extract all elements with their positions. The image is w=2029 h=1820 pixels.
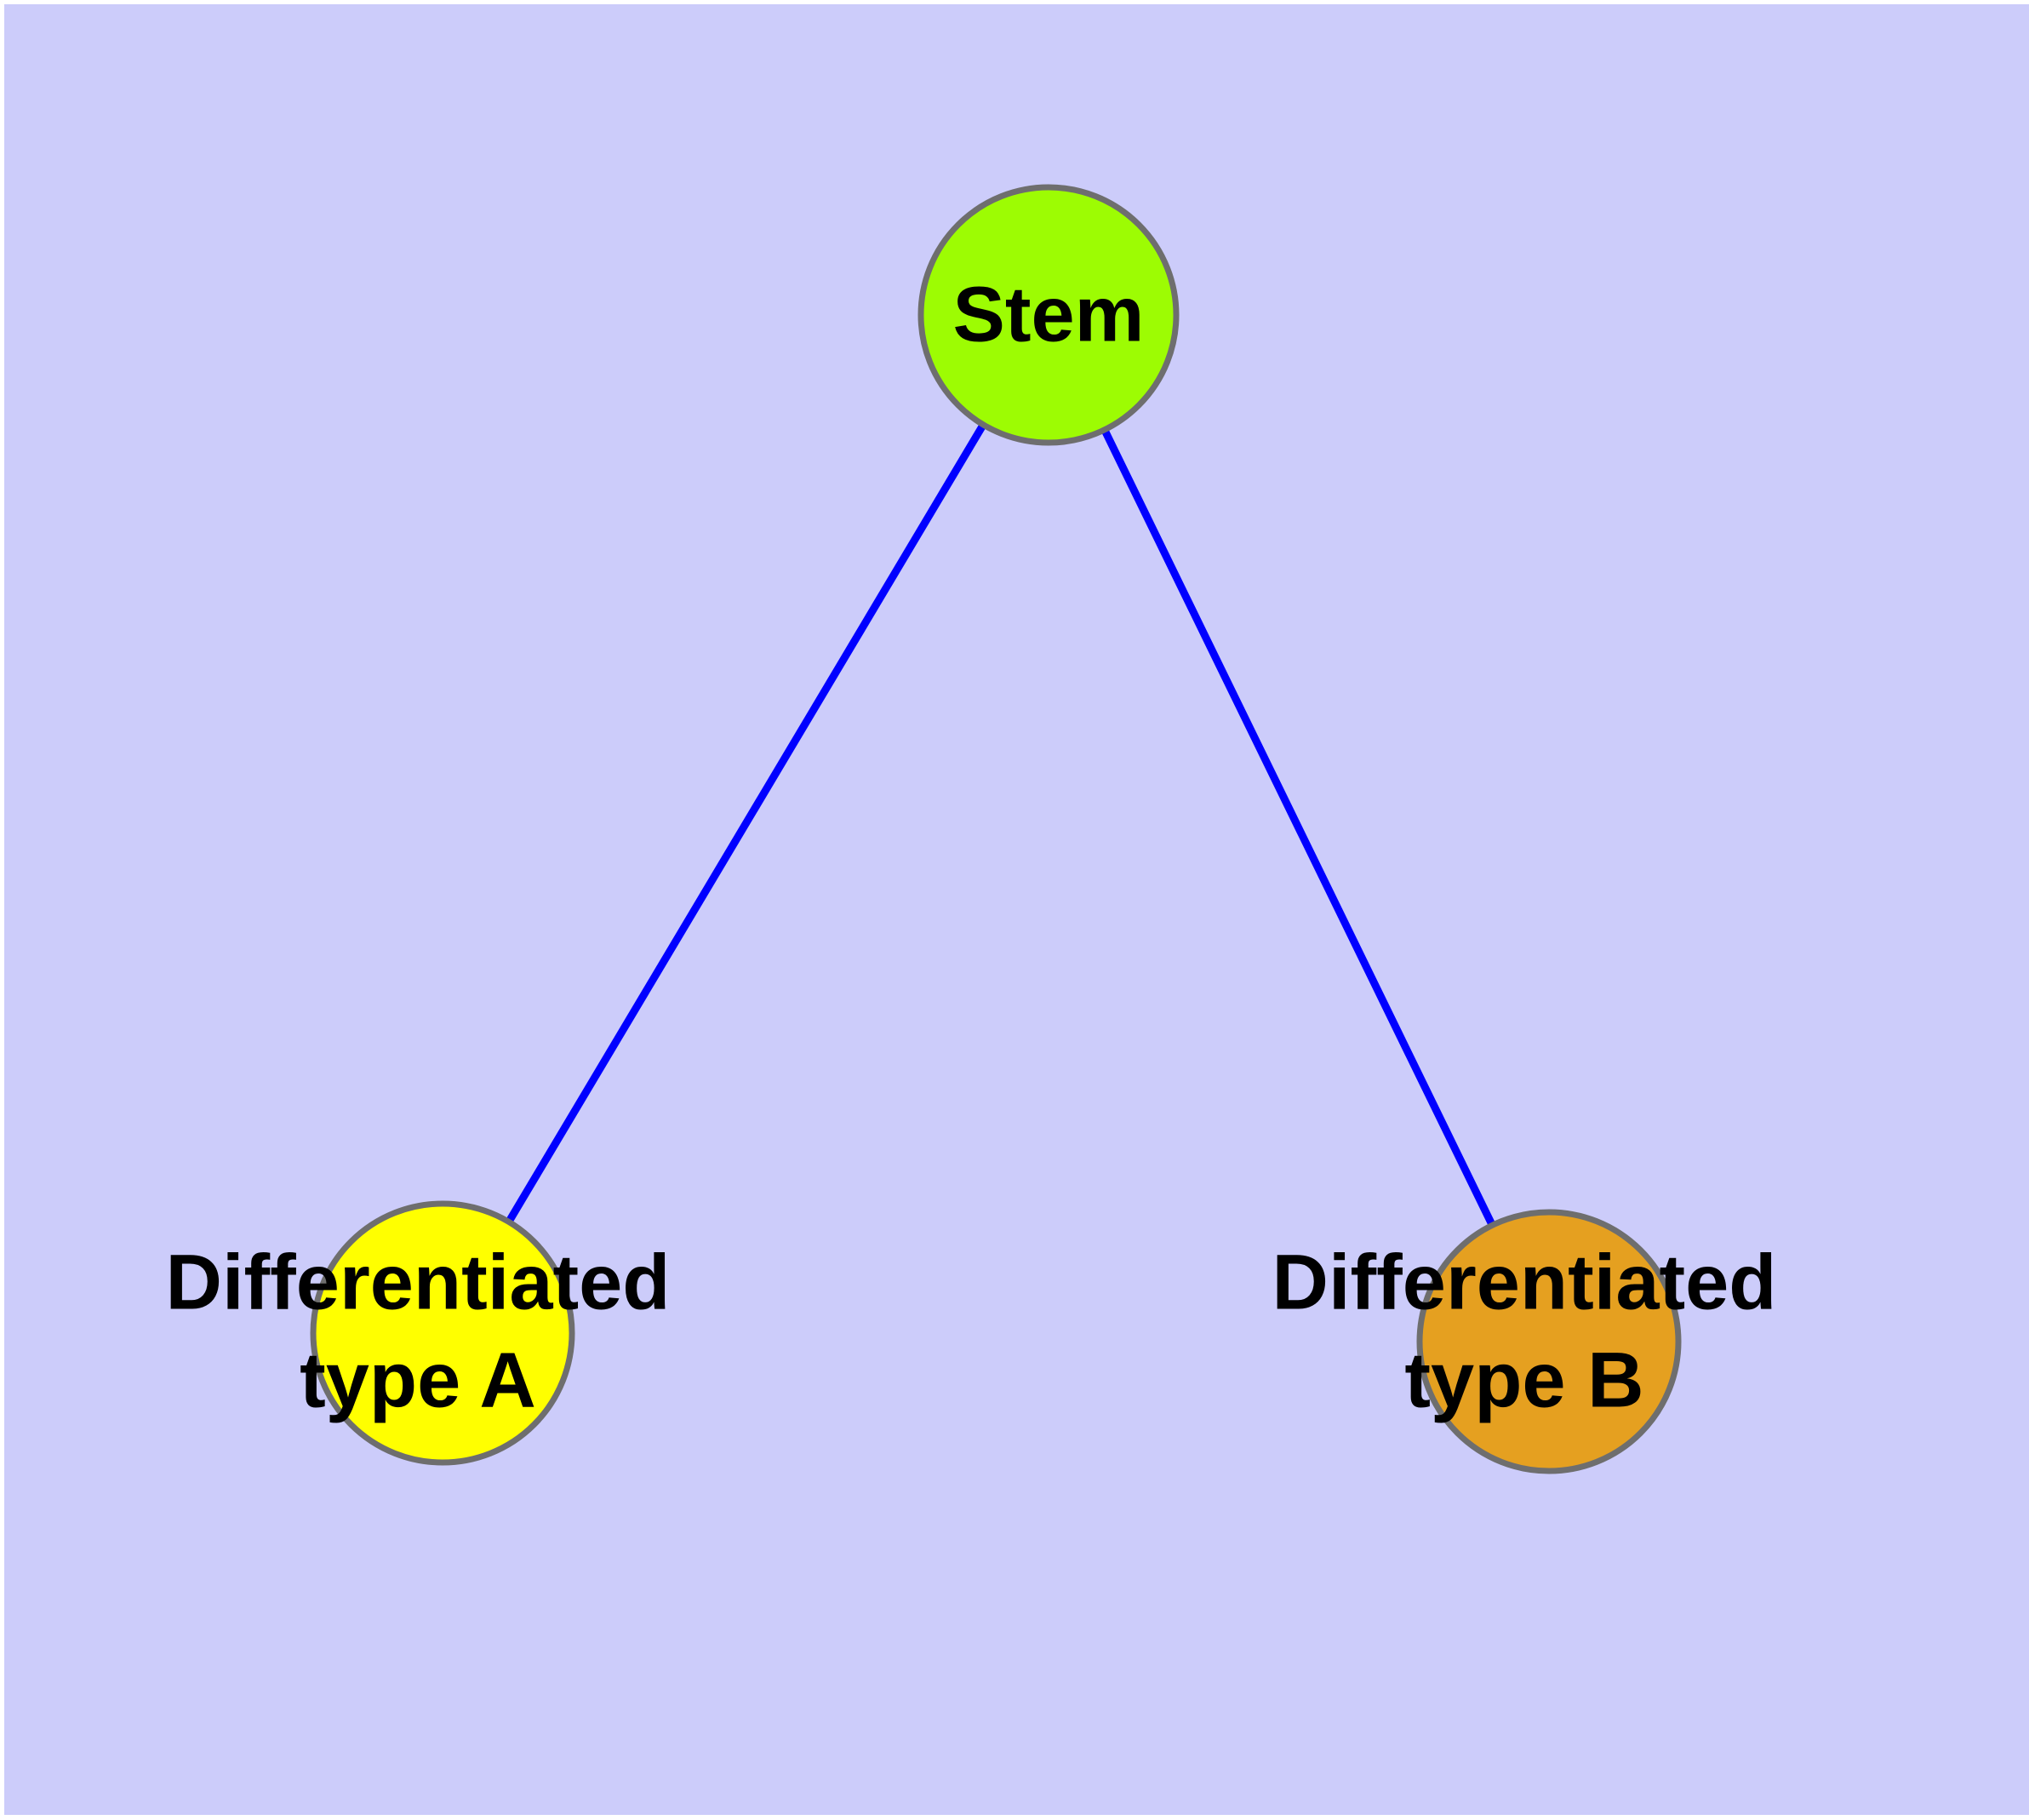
node-differentiated-type-a[interactable] (310, 1200, 575, 1466)
node-differentiated-type-b[interactable] (1416, 1209, 1682, 1474)
node-differentiated-type-b-label-line2: type B (1404, 1336, 1643, 1423)
node-differentiated-type-a-circle[interactable] (310, 1200, 575, 1466)
node-differentiated-type-a-label-line1: Differentiated (166, 1239, 671, 1325)
edge-stem-to-differentiated-type-b[interactable] (1044, 313, 1553, 1343)
node-stem-circle[interactable] (917, 184, 1180, 446)
node-layer (310, 184, 1682, 1474)
label-layer: Stem Differentiated type A Differentiate… (166, 271, 1777, 1423)
node-differentiated-type-b-circle[interactable] (1416, 1209, 1682, 1474)
node-differentiated-type-a-label-line2: type A (300, 1336, 536, 1423)
node-stem[interactable] (917, 184, 1180, 446)
edge-layer (439, 312, 1553, 1343)
node-differentiated-type-b-label-line1: Differentiated (1272, 1239, 1777, 1325)
edge-stem-to-differentiated-type-a[interactable] (439, 312, 1052, 1336)
node-stem-label: Stem (953, 271, 1145, 358)
